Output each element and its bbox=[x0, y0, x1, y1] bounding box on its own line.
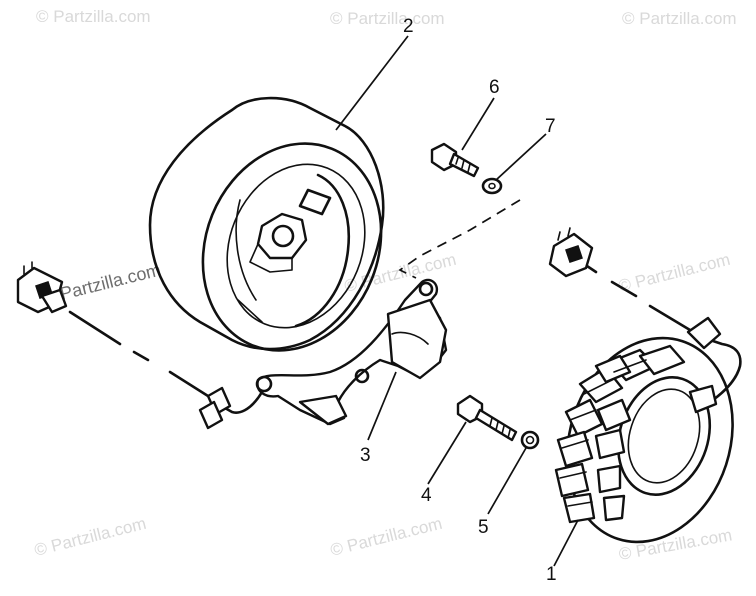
watermark-bottom-center: © Partzilla.com bbox=[328, 514, 444, 560]
watermark-top-right: © Partzilla.com bbox=[622, 9, 737, 28]
callout-6: 6 bbox=[489, 77, 500, 98]
leader-2 bbox=[335, 35, 409, 131]
bolt-4 bbox=[456, 394, 518, 442]
callout-1: 1 bbox=[546, 564, 557, 585]
watermark-top-center: © Partzilla.com bbox=[330, 9, 445, 28]
watermark-center: Partzilla.com bbox=[58, 260, 163, 304]
watermark-middle-right: © Partzilla.com bbox=[616, 250, 732, 296]
callout-4: 4 bbox=[421, 485, 432, 506]
leader-7 bbox=[495, 133, 547, 181]
callout-3: 3 bbox=[360, 445, 371, 466]
bolt-6 bbox=[430, 142, 480, 178]
washer-7 bbox=[481, 177, 503, 195]
watermark-top-left: © Partzilla.com bbox=[36, 7, 151, 26]
pickup-coil bbox=[16, 261, 448, 430]
assembly-dash-line bbox=[398, 199, 521, 279]
washer-5 bbox=[520, 430, 540, 450]
watermark-bottom-left: © Partzilla.com bbox=[32, 514, 148, 560]
leader-4 bbox=[427, 421, 467, 485]
callout-2: 2 bbox=[403, 16, 414, 37]
leader-3 bbox=[367, 371, 397, 441]
leader-6 bbox=[461, 97, 495, 151]
rotor-flywheel bbox=[148, 96, 385, 352]
callout-7: 7 bbox=[545, 116, 556, 137]
stator bbox=[548, 227, 742, 544]
callout-5: 5 bbox=[478, 517, 489, 538]
leader-lines bbox=[335, 35, 579, 567]
callout-labels: 2 6 7 3 4 5 1 bbox=[360, 16, 557, 585]
watermark-layer: © Partzilla.com © Partzilla.com © Partzi… bbox=[32, 7, 736, 564]
leader-5 bbox=[487, 447, 527, 515]
leader-1 bbox=[553, 519, 579, 567]
